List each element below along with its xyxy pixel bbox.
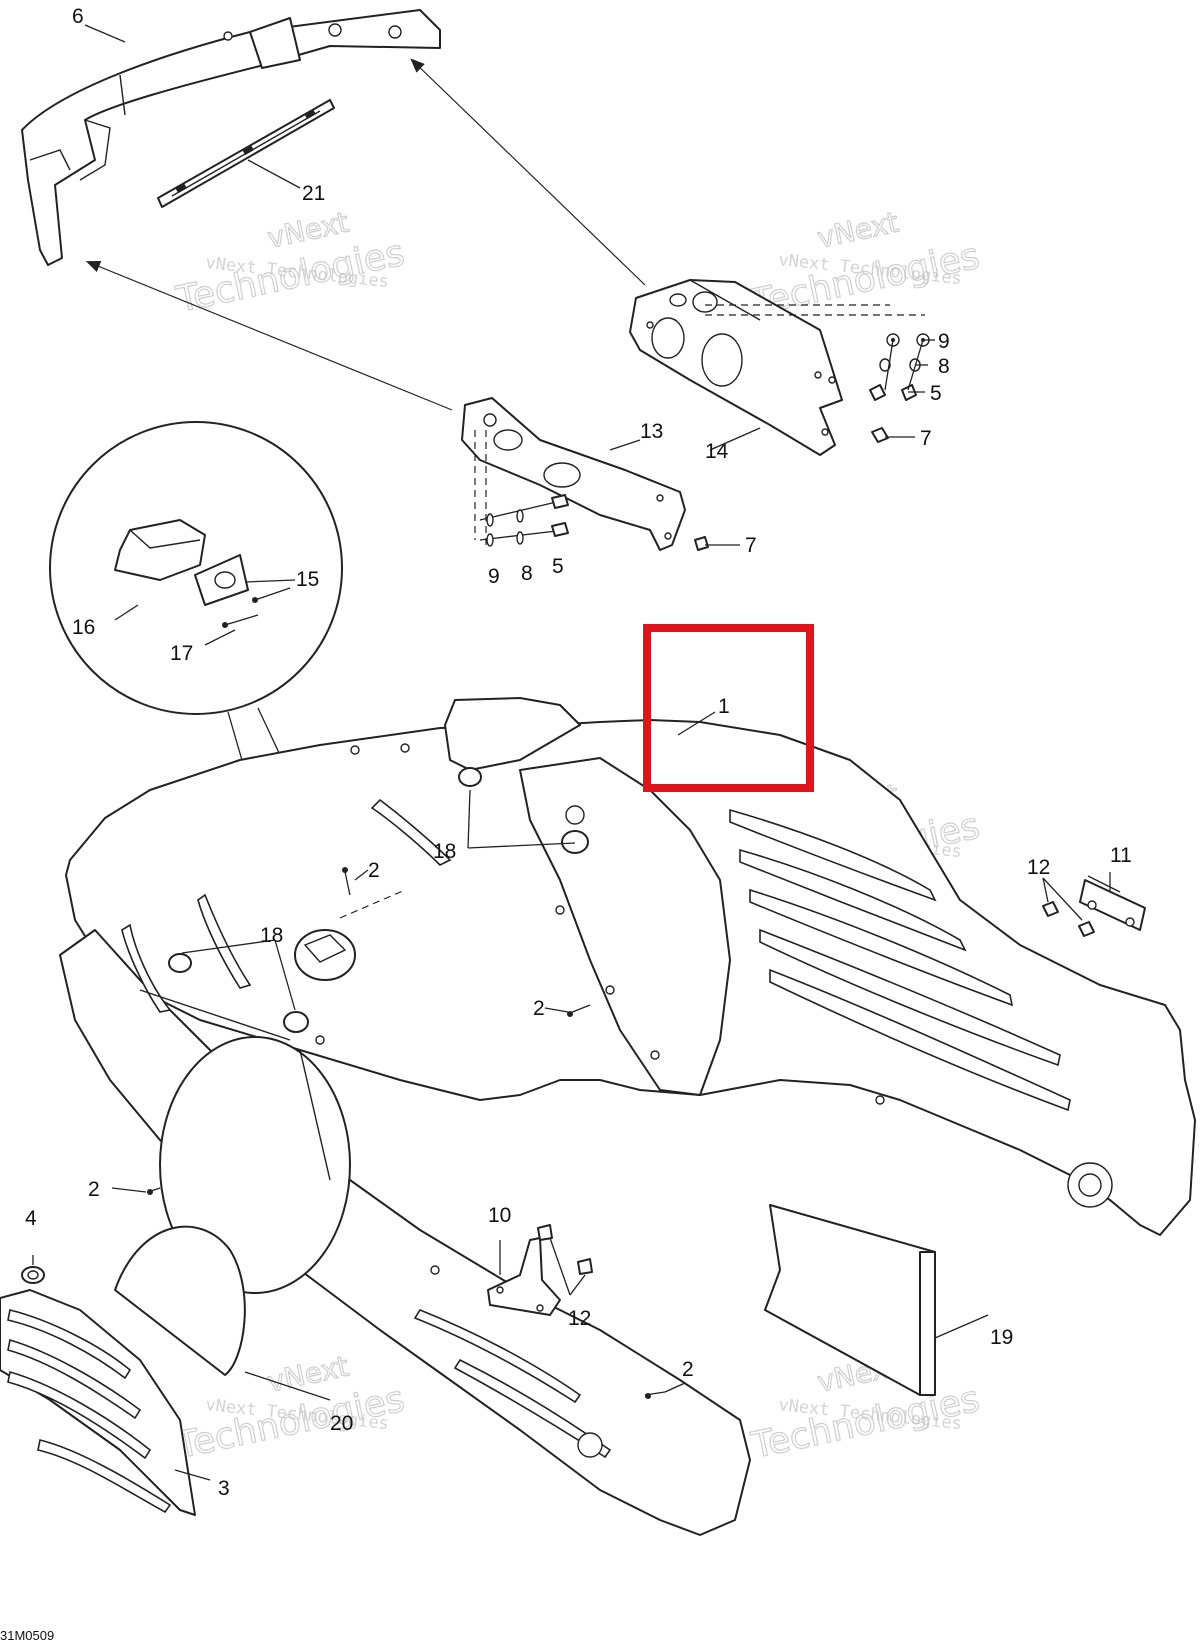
callout-2-left: 2 xyxy=(88,1178,100,1201)
callout-21: 21 xyxy=(302,182,325,205)
callout-2-mid: 2 xyxy=(533,997,545,1020)
highlight-box xyxy=(643,624,814,792)
callout-11: 11 xyxy=(1110,844,1132,867)
callout-7-right: 7 xyxy=(920,427,932,450)
callout-19: 19 xyxy=(990,1326,1013,1349)
callout-6: 6 xyxy=(72,5,84,28)
part-1-body xyxy=(59,697,1196,1536)
part-10-bracket xyxy=(487,1237,561,1316)
nuts-12-bottom xyxy=(537,1224,593,1275)
callout-2-bottom: 2 xyxy=(682,1358,694,1381)
part-3-grille xyxy=(0,1289,196,1516)
watermark-bottom-right: vNext vNext Technologies Technologies xyxy=(747,1349,984,1468)
part-20-disc xyxy=(114,1225,246,1376)
detail-magnifier xyxy=(49,421,356,961)
callout-9-right: 9 xyxy=(938,330,950,353)
callout-4: 4 xyxy=(25,1207,37,1230)
callout-12-bottom: 12 xyxy=(568,1307,591,1330)
hardware-13 xyxy=(479,494,709,551)
body-detail-mount xyxy=(294,889,406,981)
leader-lines xyxy=(32,24,1111,1481)
part-11-plate xyxy=(1079,875,1146,931)
callout-3: 3 xyxy=(218,1477,230,1500)
rivets-2 xyxy=(147,867,666,1399)
part-6-rear-bumper xyxy=(21,9,441,266)
part-4-clip xyxy=(21,1266,45,1284)
hardware-14 xyxy=(869,333,930,443)
plugs-18 xyxy=(168,767,589,1033)
callout-5-left: 5 xyxy=(552,555,564,578)
callout-8-left: 8 xyxy=(521,562,533,585)
callout-16: 16 xyxy=(72,616,95,639)
callout-5-right: 5 xyxy=(930,382,942,405)
assembly-arrows xyxy=(85,58,646,411)
callout-18-top: 18 xyxy=(433,840,456,863)
watermark-bottom-left: vNext vNext Technologies Technologies xyxy=(172,1349,409,1468)
callout-18-left: 18 xyxy=(260,924,283,947)
part-19-foam xyxy=(764,1204,936,1396)
part-14-bracket xyxy=(629,279,925,456)
svg-text:vNext: vNext xyxy=(815,206,902,255)
diagram-code: 31M0509 xyxy=(0,1628,54,1643)
callout-10: 10 xyxy=(488,1204,511,1227)
callout-8-right: 8 xyxy=(938,355,950,378)
callout-15: 15 xyxy=(296,568,319,591)
callout-7-left: 7 xyxy=(745,534,757,557)
watermark-top-left: vNext vNext Technologies Technologies xyxy=(172,205,409,322)
callout-20: 20 xyxy=(330,1412,353,1435)
part-13-bracket xyxy=(461,397,686,551)
watermark-top-right: vNext vNext Technologies Technologies xyxy=(747,205,984,325)
nuts-12-right xyxy=(1042,901,1095,937)
callout-17: 17 xyxy=(170,642,193,665)
callout-1: 1 xyxy=(718,695,730,718)
part-21-strip xyxy=(157,99,335,208)
callout-12-right: 12 xyxy=(1027,856,1050,879)
callout-9-left: 9 xyxy=(488,565,500,588)
callout-14: 14 xyxy=(705,440,729,463)
callout-13: 13 xyxy=(640,420,663,443)
callout-2-top: 2 xyxy=(368,859,380,882)
callout-labels: 6 21 9 8 5 7 14 13 7 9 8 5 15 16 17 1 18… xyxy=(25,5,1132,1500)
svg-text:Technologies: Technologies xyxy=(747,1379,983,1467)
